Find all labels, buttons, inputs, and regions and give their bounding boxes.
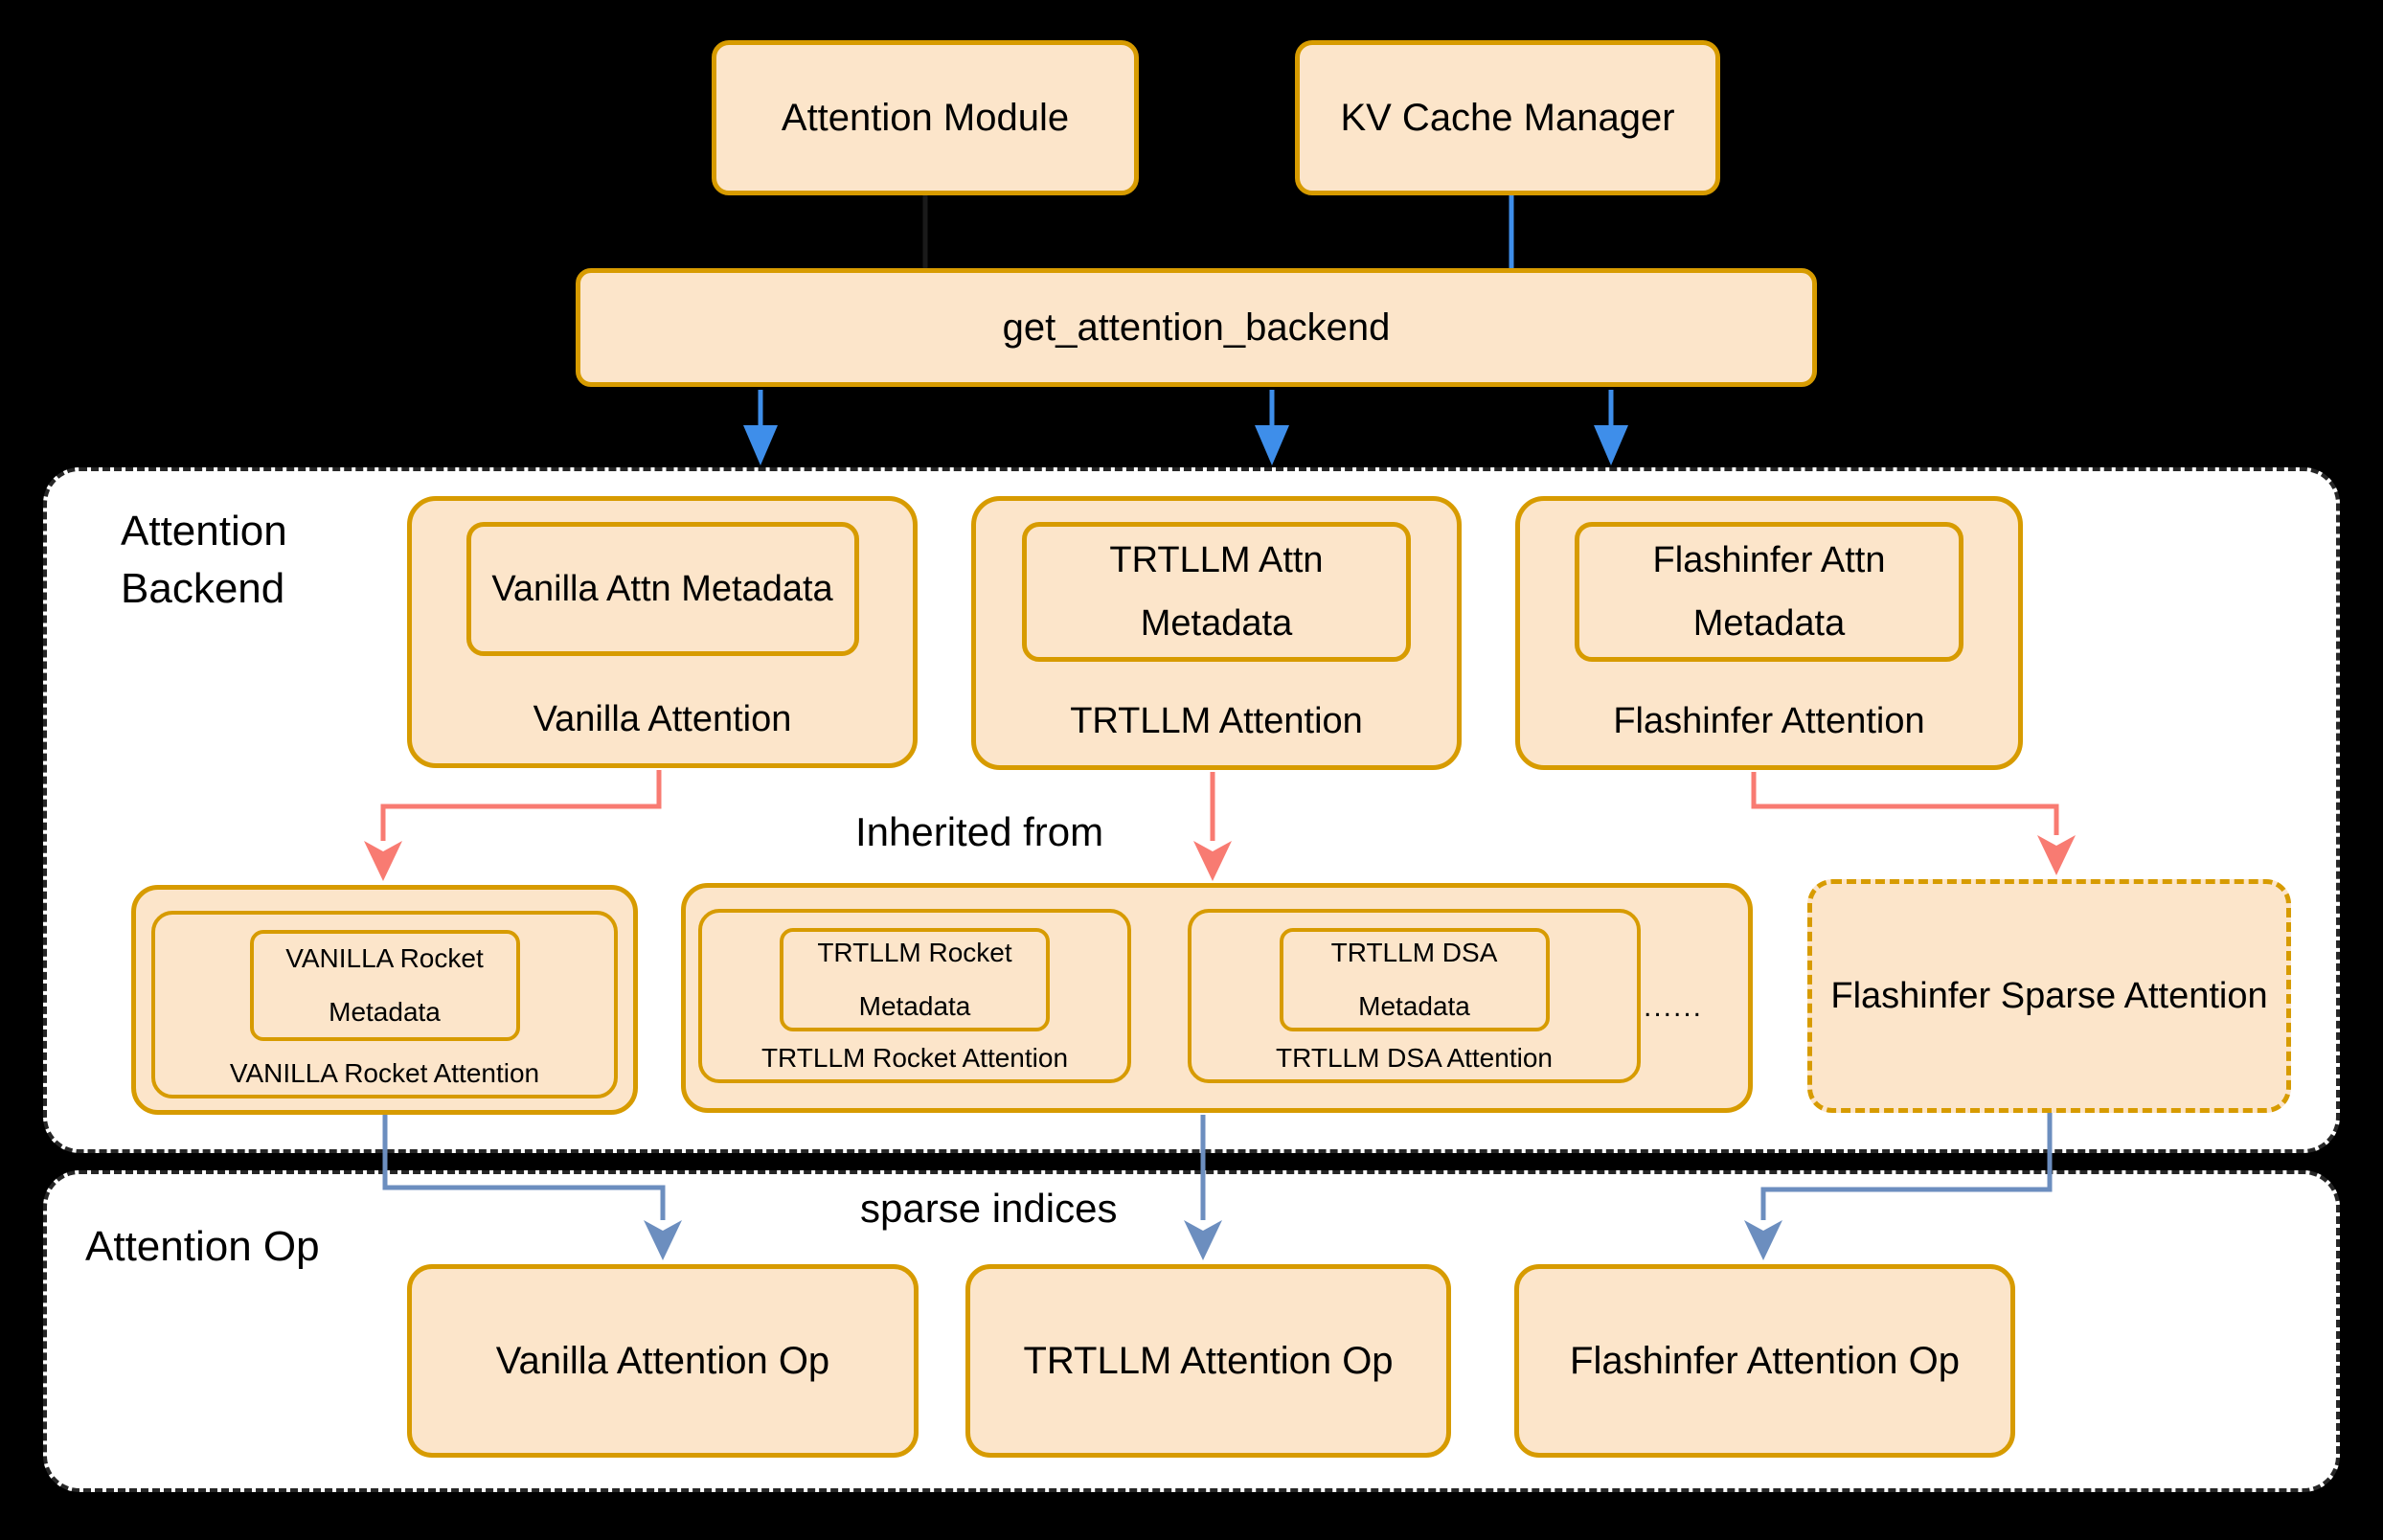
more-backends-ellipsis: ...... (1644, 991, 1704, 1023)
trtllm-attention-label: TRTLLM Attention (1070, 701, 1363, 741)
inherited-from-label: Inherited from (855, 809, 1104, 854)
node-flashinfer-attn-metadata: Flashinfer Attn Metadata (1575, 522, 1963, 662)
trtllm-attention-op-label: TRTLLM Attention Op (1023, 1339, 1394, 1382)
node-vanilla-rocket-metadata: VANILLA Rocket Metadata (249, 930, 520, 1041)
flashinfer-attention-label: Flashinfer Attention (1613, 701, 1925, 741)
flashinfer-attention-op-label: Flashinfer Attention Op (1570, 1339, 1960, 1382)
node-trtllm-rocket-metadata: TRTLLM Rocket Metadata (780, 928, 1050, 1031)
node-vanilla-attn-metadata: Vanilla Attn Metadata (465, 522, 859, 656)
node-get-attention-backend: get_attention_backend (576, 268, 1817, 387)
trtllm-dsa-attention-label: TRTLLM DSA Attention (1276, 1043, 1553, 1073)
node-trtllm-dsa-attention: TRTLLM DSA Metadata TRTLLM DSA Attention (1188, 909, 1641, 1083)
kv-cache-manager-label: KV Cache Manager (1340, 96, 1675, 139)
get-attention-backend-label: get_attention_backend (1002, 306, 1391, 349)
vanilla-rocket-attention-label: VANILLA Rocket Attention (229, 1058, 540, 1088)
attention-op-title: Attention Op (85, 1223, 320, 1270)
node-trtllm-inherited-group: TRTLLM Rocket Metadata TRTLLM Rocket Att… (681, 883, 1753, 1113)
node-trtllm-dsa-metadata: TRTLLM DSA Metadata (1279, 928, 1550, 1031)
vanilla-attention-label: Vanilla Attention (533, 699, 792, 739)
node-vanilla-attention-op: Vanilla Attention Op (407, 1264, 919, 1458)
node-kv-cache-manager: KV Cache Manager (1295, 40, 1720, 195)
node-vanilla-rocket-attention: VANILLA Rocket Metadata VANILLA Rocket A… (131, 885, 638, 1115)
vanilla-rocket-inner-frame: VANILLA Rocket Metadata VANILLA Rocket A… (151, 911, 618, 1098)
node-flashinfer-attention-op: Flashinfer Attention Op (1514, 1264, 2015, 1458)
flashinfer-sparse-attention-label: Flashinfer Sparse Attention (1830, 975, 2268, 1016)
attention-backend-title: Attention Backend (121, 508, 287, 612)
node-flashinfer-attention: Flashinfer Attn Metadata Flashinfer Atte… (1515, 496, 2023, 770)
vanilla-attention-op-label: Vanilla Attention Op (495, 1339, 830, 1382)
sparse-indices-label: sparse indices (860, 1186, 1118, 1231)
node-trtllm-rocket-attention: TRTLLM Rocket Metadata TRTLLM Rocket Att… (698, 909, 1131, 1083)
node-flashinfer-sparse-attention: Flashinfer Sparse Attention (1807, 879, 2291, 1113)
node-trtllm-attn-metadata: TRTLLM Attn Metadata (1022, 522, 1411, 662)
node-trtllm-attention: TRTLLM Attn Metadata TRTLLM Attention (971, 496, 1462, 770)
node-attention-module: Attention Module (712, 40, 1139, 195)
trtllm-rocket-attention-label: TRTLLM Rocket Attention (760, 1043, 1069, 1073)
node-trtllm-attention-op: TRTLLM Attention Op (965, 1264, 1451, 1458)
node-vanilla-attention: Vanilla Attn Metadata Vanilla Attention (407, 496, 918, 768)
attention-module-label: Attention Module (781, 96, 1070, 139)
